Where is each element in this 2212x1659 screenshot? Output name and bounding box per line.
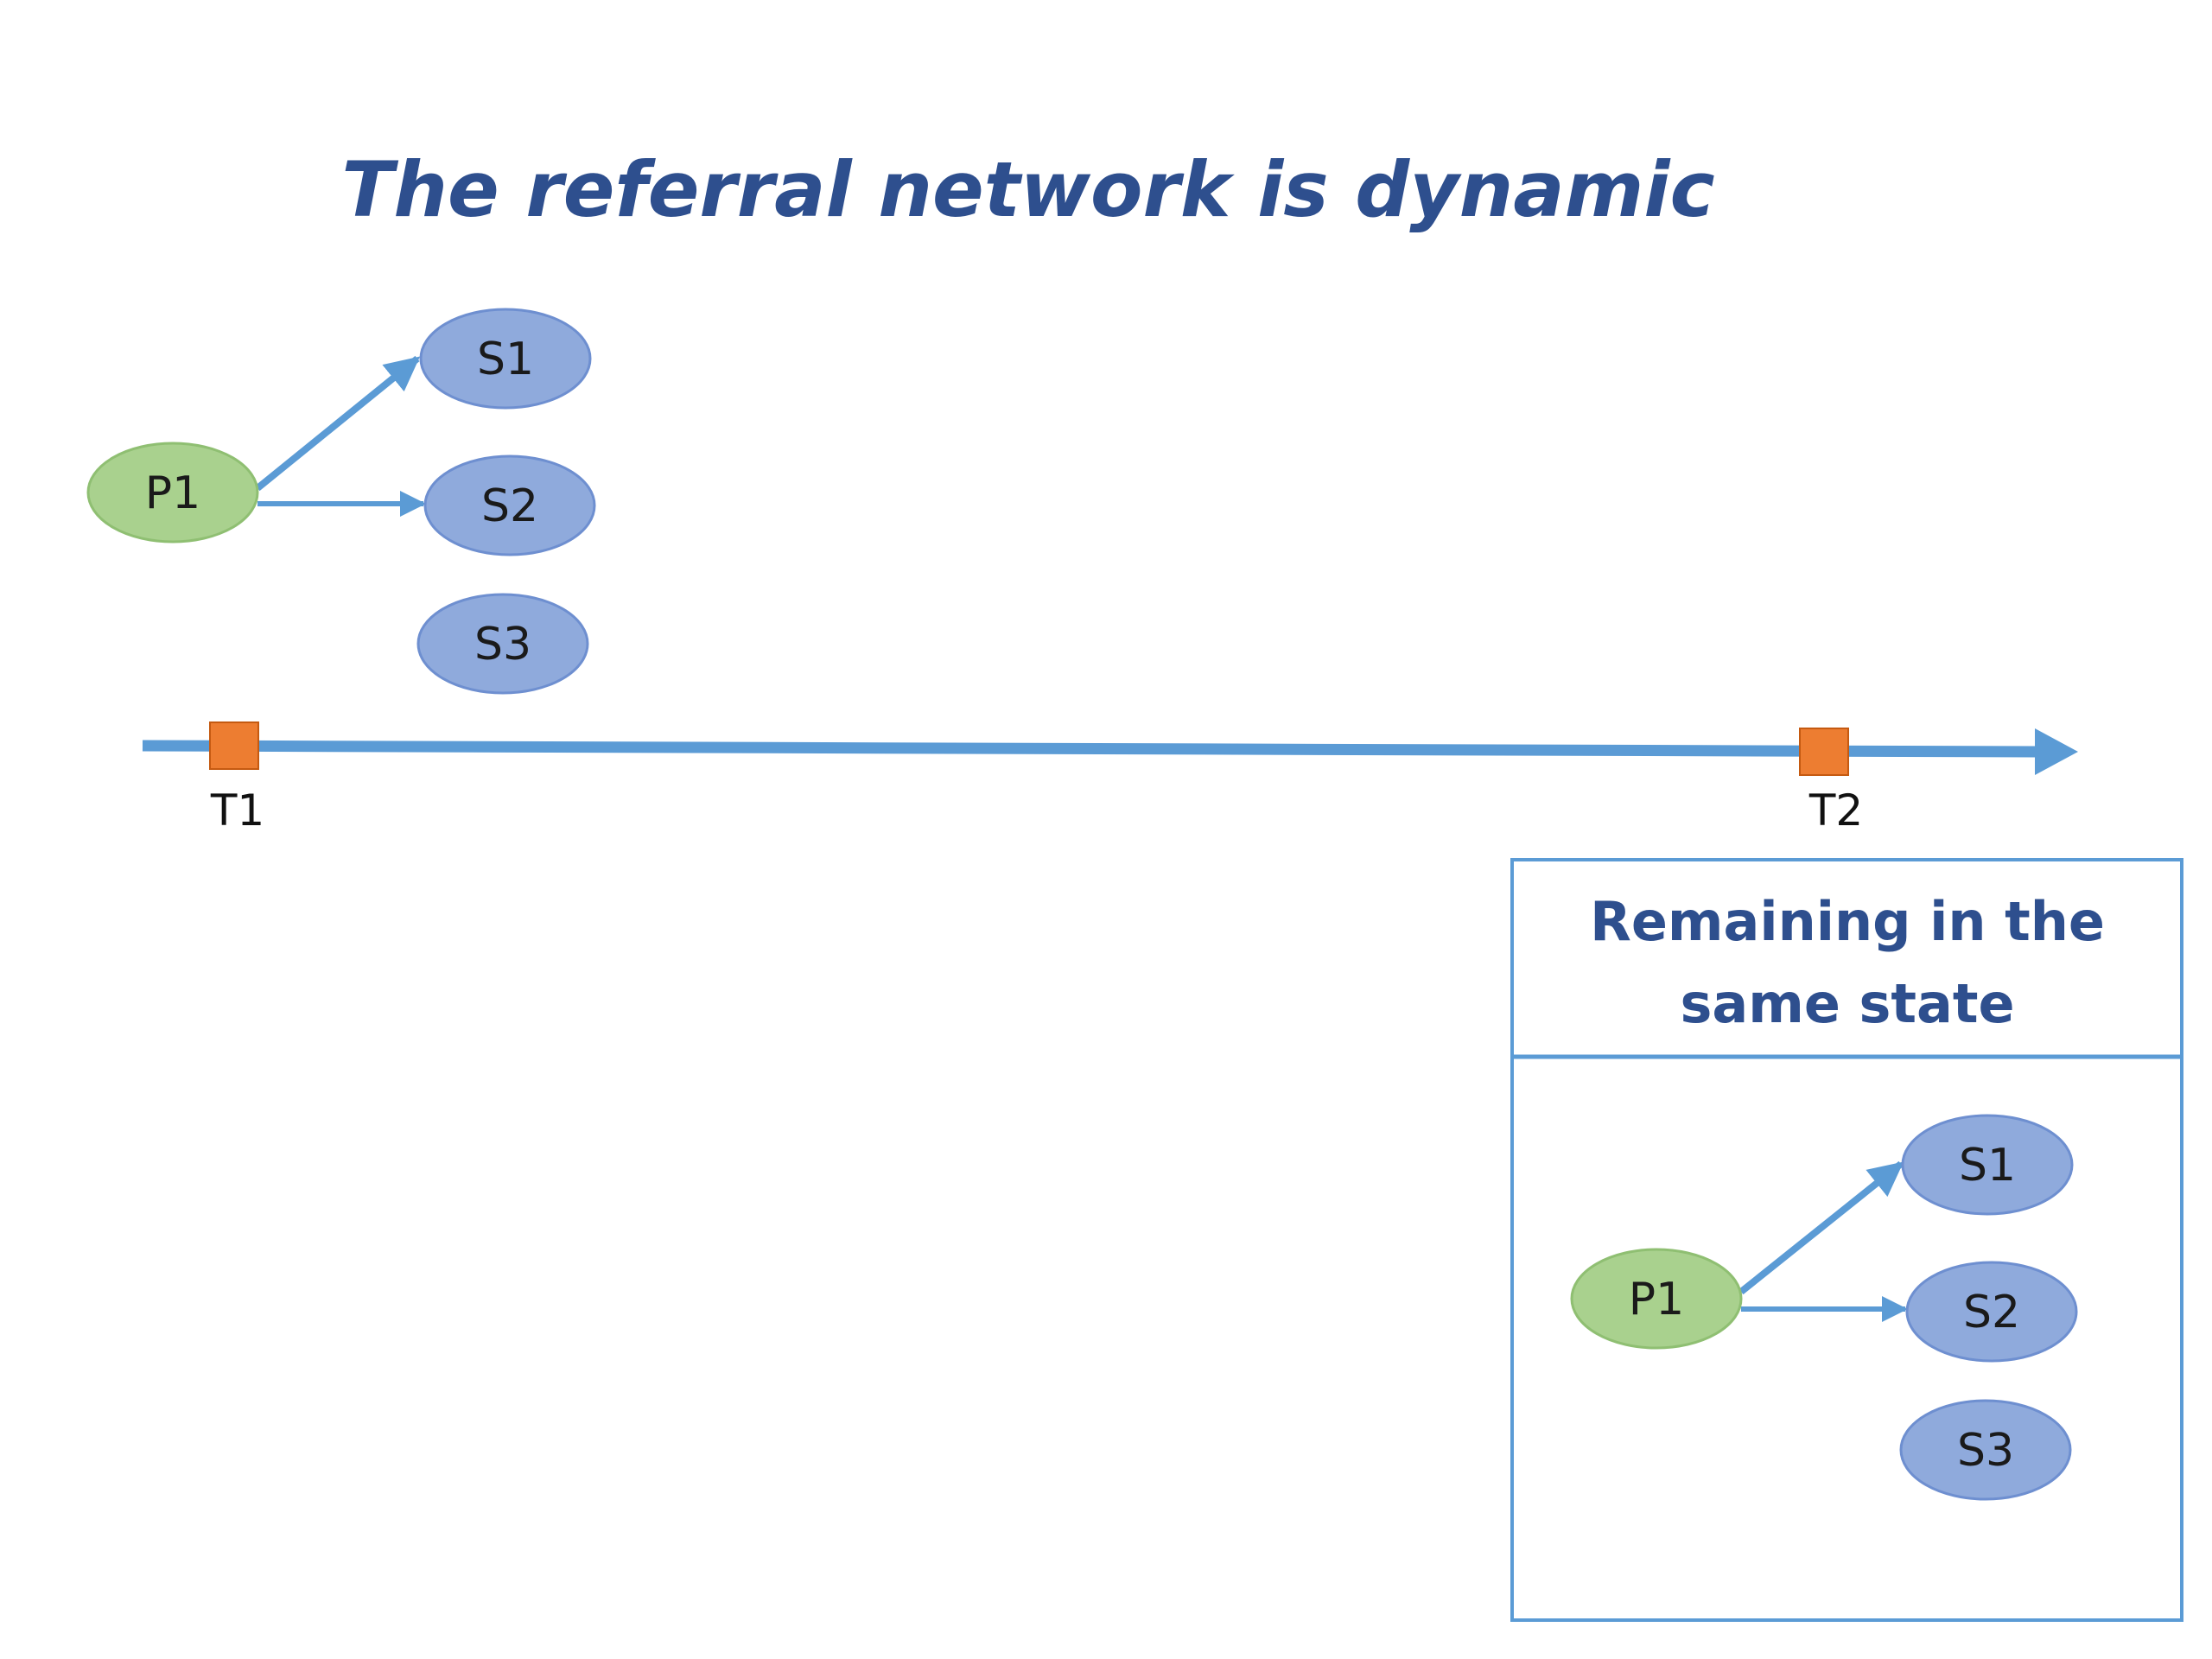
timeline-axis <box>142 740 2040 758</box>
timeline: T1 T2 <box>142 721 2078 836</box>
node-p1-label: P1 <box>145 467 200 519</box>
node-s2: S2 <box>423 454 596 556</box>
node-s1: S1 <box>419 308 592 410</box>
panel-node-s2: S2 <box>1905 1261 2078 1363</box>
marker-t1-label: T1 <box>210 785 264 836</box>
panel-node-s1-label: S1 <box>1959 1140 2016 1192</box>
panel-node-p1: P1 <box>1570 1248 1743 1350</box>
diagram-title: The referral network is dynamic <box>341 145 1714 234</box>
node-s2-label: S2 <box>481 480 538 532</box>
panel-node-p1-label: P1 <box>1629 1274 1684 1325</box>
network-panel: P1 S1 S2 S3 <box>1570 1114 2078 1501</box>
network-t1: P1 S1 S2 S3 <box>86 308 596 695</box>
panel-edge-p1-s1 <box>1738 1160 1904 1295</box>
panel-node-s2-label: S2 <box>1963 1287 2020 1338</box>
marker-t2-label: T2 <box>1808 785 1863 836</box>
node-p1: P1 <box>86 442 259 543</box>
timeline-arrowhead <box>2035 728 2078 775</box>
marker-t2 <box>1799 728 1849 776</box>
node-s3-label: S3 <box>474 619 531 671</box>
edge-p1-s1 <box>255 355 421 492</box>
state-panel: Remaining in the same state P1 S1 S2 S3 <box>1510 858 2183 1622</box>
panel-frame <box>1510 858 2183 1622</box>
node-s3: S3 <box>416 593 589 695</box>
panel-title-line1: Remaining in the <box>1590 890 2105 953</box>
panel-node-s3-label: S3 <box>1957 1425 2014 1477</box>
node-s1-label: S1 <box>477 334 534 385</box>
panel-title-line2: same state <box>1680 972 2014 1035</box>
panel-node-s3: S3 <box>1899 1399 2072 1501</box>
panel-node-s1: S1 <box>1901 1114 2074 1216</box>
marker-t1 <box>209 721 259 770</box>
